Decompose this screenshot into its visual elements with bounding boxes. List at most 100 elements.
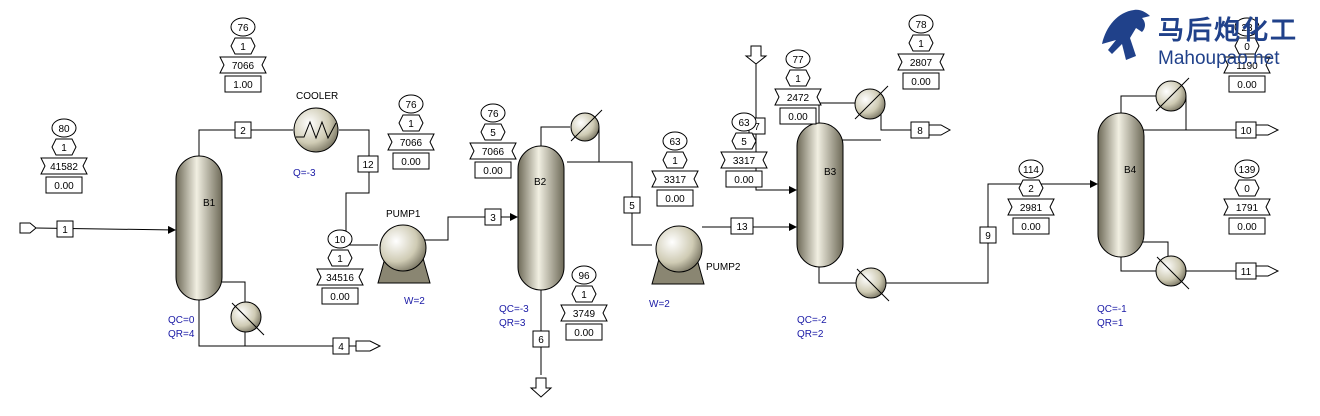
product-arrow-6 (529, 377, 553, 398)
product-arrow-10 (1255, 124, 1280, 136)
duty-b2-qr: QR=3 (499, 318, 526, 329)
cooler-icon[interactable] (293, 107, 339, 153)
reboiler-b4-icon[interactable] (1155, 255, 1190, 290)
svg-text:11: 11 (1241, 267, 1252, 278)
stream-11[interactable]: 11 (1235, 262, 1257, 280)
watermark-logo: 马后炮化工 Mahoupao.net (1096, 4, 1318, 70)
stream-table-flow: 7066 (482, 147, 505, 158)
block-label-b2: B2 (534, 177, 547, 188)
stream-4[interactable]: 4 (332, 337, 350, 355)
stream-table-pres: 1 (337, 254, 343, 265)
stream-table-pres: 2 (1028, 184, 1034, 195)
stream-table-temp: 10 (334, 235, 346, 246)
condenser-b3-icon[interactable] (854, 85, 889, 120)
stream-table-flow: 34516 (326, 273, 354, 284)
stream-12[interactable]: 12 (357, 155, 379, 173)
stream-table-temp: 96 (578, 271, 590, 282)
stream-table-vf: 0.00 (483, 166, 503, 177)
stream-table-flow: 3749 (573, 309, 596, 320)
duty-b4-qr: QR=1 (1097, 318, 1124, 329)
stream-table-vf: 0.00 (54, 181, 74, 192)
stream-table-vf: 1.00 (233, 80, 253, 91)
stream-table-pres: 1 (61, 143, 67, 154)
duty-pump1-w: W=2 (404, 296, 425, 307)
duty-pump2-w: W=2 (649, 299, 670, 310)
stream-table-pres: 0 (1244, 184, 1250, 195)
stream-9[interactable]: 9 (979, 226, 997, 244)
stream-table-pres: 5 (741, 137, 747, 148)
stream-3[interactable]: 3 (484, 208, 502, 226)
product-arrow-11 (1255, 265, 1280, 277)
stream-table-t1: 80 1 41582 0.00 (40, 118, 88, 194)
reboiler-b3-icon[interactable] (855, 267, 890, 302)
stream-table-pres: 0 (1244, 42, 1250, 53)
stream-table-temp: 78 (915, 20, 927, 31)
stream-table-vf: 0.00 (574, 328, 594, 339)
logo-site-text: Mahoupao.net (1158, 48, 1280, 69)
pump1-icon[interactable] (377, 224, 431, 284)
stream-6[interactable]: 6 (532, 330, 550, 348)
stream-table-flow: 2981 (1020, 203, 1043, 214)
duty-b2-qc: QC=-3 (499, 304, 529, 315)
svg-text:1: 1 (62, 225, 68, 236)
stream-table-temp: 63 (669, 137, 681, 148)
stream-table-vf: 0.00 (1021, 222, 1041, 233)
block-label-b3: B3 (824, 167, 837, 178)
duty-b3-qc: QC=-2 (797, 315, 827, 326)
stream-table-pres: 1 (581, 290, 587, 301)
stream-table-flow: 2807 (910, 58, 933, 69)
block-label-b1: B1 (203, 198, 216, 209)
stream-table-flow: 1190 (1236, 61, 1258, 72)
stream-table-flow: 2472 (787, 93, 810, 104)
stream-table-temp: 76 (237, 23, 249, 34)
stream-1[interactable]: 1 (56, 220, 74, 238)
pump2-icon[interactable] (651, 225, 705, 285)
stream-2[interactable]: 2 (234, 121, 252, 139)
reboiler-b1-icon[interactable] (230, 301, 265, 336)
stream-table-temp: 23 (1241, 23, 1253, 34)
column-b3[interactable] (796, 122, 844, 268)
stream-table-vf: 0.00 (911, 77, 931, 88)
svg-text:6: 6 (538, 335, 544, 346)
stream-table-flow: 3317 (664, 175, 687, 186)
column-b2[interactable] (517, 145, 565, 291)
duty-b1-qc: QC=0 (168, 315, 195, 326)
column-b4[interactable] (1097, 112, 1145, 258)
svg-text:12: 12 (362, 160, 374, 171)
stream-table-vf: 0.00 (401, 157, 421, 168)
stream-table-flow: 7066 (232, 61, 255, 72)
stream-13[interactable]: 13 (730, 217, 754, 235)
stream-table-flow: 3317 (733, 156, 756, 167)
product-arrow-4 (355, 340, 382, 352)
column-b1[interactable] (175, 155, 223, 301)
stream-table-temp: 76 (405, 100, 417, 111)
stream-table-vf: 0.00 (788, 112, 808, 123)
svg-text:10: 10 (1240, 126, 1252, 137)
stream-table-t10b: 23 0 1190 0.00 (1223, 17, 1271, 93)
stream-table-vf: 0.00 (1237, 222, 1257, 233)
stream-8[interactable]: 8 (910, 121, 930, 139)
svg-text:8: 8 (917, 126, 923, 137)
stream-10[interactable]: 10 (1235, 121, 1257, 139)
stream-5[interactable]: 5 (623, 196, 641, 214)
stream-table-pres: 1 (795, 74, 801, 85)
stream-table-temp: 139 (1239, 165, 1256, 176)
condenser-b4-icon[interactable] (1155, 77, 1190, 112)
condenser-b2-icon[interactable] (570, 109, 603, 142)
block-label-pump2: PUMP2 (706, 262, 741, 273)
svg-text:2: 2 (240, 126, 246, 137)
stream-table-temp: 63 (738, 118, 750, 129)
stream-table-t6: 96 1 3749 0.00 (560, 265, 608, 341)
stream-table-temp: 80 (58, 124, 70, 135)
stream-table-flow: 41582 (50, 162, 78, 173)
stream-table-vf: 0.00 (1237, 80, 1257, 91)
svg-text:7: 7 (754, 122, 760, 133)
duty-cooler-q: Q=-3 (293, 168, 316, 179)
block-label-cooler: COOLER (296, 91, 338, 102)
horse-logo-icon (1102, 9, 1150, 61)
